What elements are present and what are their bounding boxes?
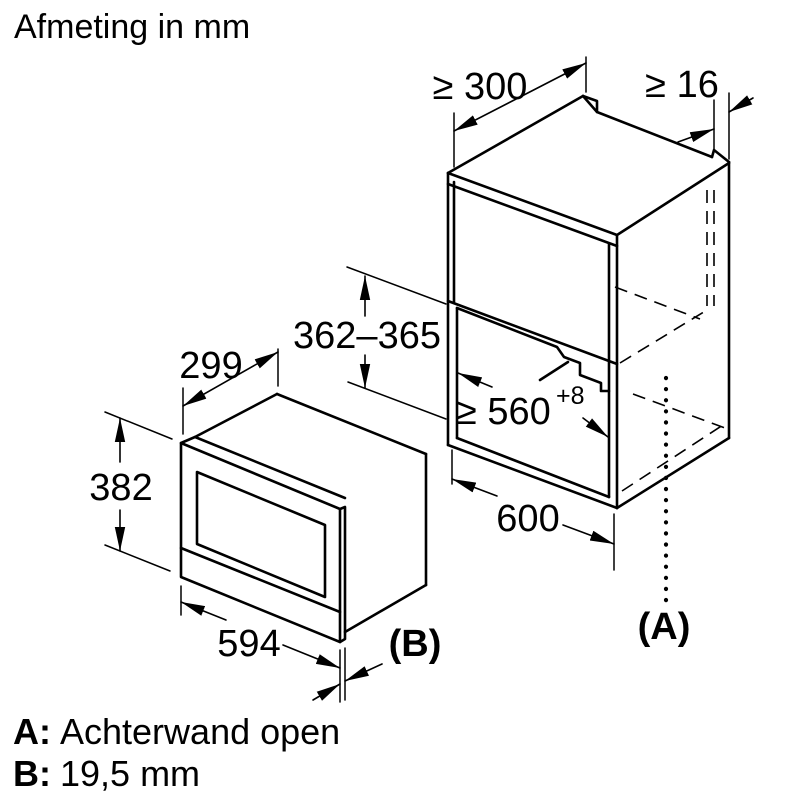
dim-appliance-width-line-right [282,644,341,669]
dim-cabinet-width-line-left [451,478,498,497]
door-edge-cap [338,505,347,644]
dim-top-depth: ≥ 300 [433,56,587,168]
callout-a: (A) [638,375,691,648]
cabinet-top-rear-edge-with-notch [581,94,714,159]
door-lower-band-edge [179,546,342,614]
dim-door-protrusion-arrow-right [344,663,383,682]
door-window [195,470,327,599]
dim-cabinet-width-line-right [562,524,615,545]
dim-niche-width-arrow-left [457,372,493,388]
hidden-shelf-rear-edge [619,309,708,364]
dim-niche-height-ext-top [346,266,447,305]
callout-b-label: (B) [389,623,442,665]
dim-label-niche-width-tolerance: +8 [556,382,585,410]
microwave-drawing [179,392,428,644]
body-bottom-edge [343,583,428,634]
dim-label-appliance-width: 594 [217,623,280,665]
dim-label-niche-width: ≥ 560 [456,391,551,433]
cabinet-front-top-inner-edge [446,182,619,248]
dim-door-protrusion: (B) [312,623,442,701]
legend-b-value: 19,5 mm [60,753,200,794]
dim-appliance-depth-line [182,351,279,407]
cabinet-niche-drawing [446,94,731,510]
dim-appliance-width-line-left [180,601,227,621]
dim-door-protrusion-arrow-left [312,683,341,701]
legend-a-value: Achterwand open [60,711,340,752]
dim-appliance-depth: 299 [179,345,279,435]
dim-label-side-thickness: ≥ 16 [645,64,719,106]
callout-a-label: (A) [638,606,691,648]
dim-label-appliance-height: 382 [89,467,152,509]
hidden-shelf-back-edge [614,286,701,320]
upper-panel-bottom-edge [446,299,619,366]
dim-label-cabinet-width: 600 [496,498,559,540]
dim-niche-height-ext-bottom [347,381,447,420]
body-top-rear-edge [275,392,428,456]
dim-appliance-width: 594 [180,585,346,703]
dim-appliance-height: 382 [89,411,173,572]
legend: A: Achterwand open B: 19,5 mm [13,711,340,794]
hidden-floor-side-edge [621,422,727,492]
dim-side-thickness: ≥ 16 [645,64,754,160]
page-title: Afmeting in mm [14,8,250,46]
dim-niche-height: 362–365 [293,266,447,420]
dim-side-thickness-arrow-left [677,128,715,143]
dim-side-thickness-arrow-right [728,95,754,113]
dim-label-top-depth: ≥ 300 [433,66,528,108]
cable-notch-depth-edge [538,360,570,382]
dim-appliance-height-ext-bottom [104,544,171,572]
body-top-front-edge [179,435,347,500]
dim-niche-width-arrow-right [582,417,609,438]
legend-a-key: A: [13,711,51,752]
dim-label-appliance-depth: 299 [179,345,242,387]
dim-label-niche-height: 362–365 [293,315,441,357]
dim-cabinet-width: 600 [451,449,615,571]
niche-ceiling-edge-with-cable-notch [455,306,611,393]
body-top-left-edge [193,392,279,439]
dim-niche-width: ≥ 560 +8 [456,372,609,438]
niche-bottom-outer-edge [446,443,619,510]
dim-appliance-height-ext-top [104,411,173,440]
cabinet-front-top-outer-edge [446,171,619,237]
dim-top-depth-line [453,62,587,132]
niche-bottom-inner-edge [455,436,611,499]
legend-b-key: B: [13,753,51,794]
cabinet-right-bottom-edge [615,436,731,510]
cabinet-right-top-edge [615,161,731,237]
hidden-floor-rear-edge [632,393,726,429]
cabinet-top-right-corner-step [710,148,731,164]
